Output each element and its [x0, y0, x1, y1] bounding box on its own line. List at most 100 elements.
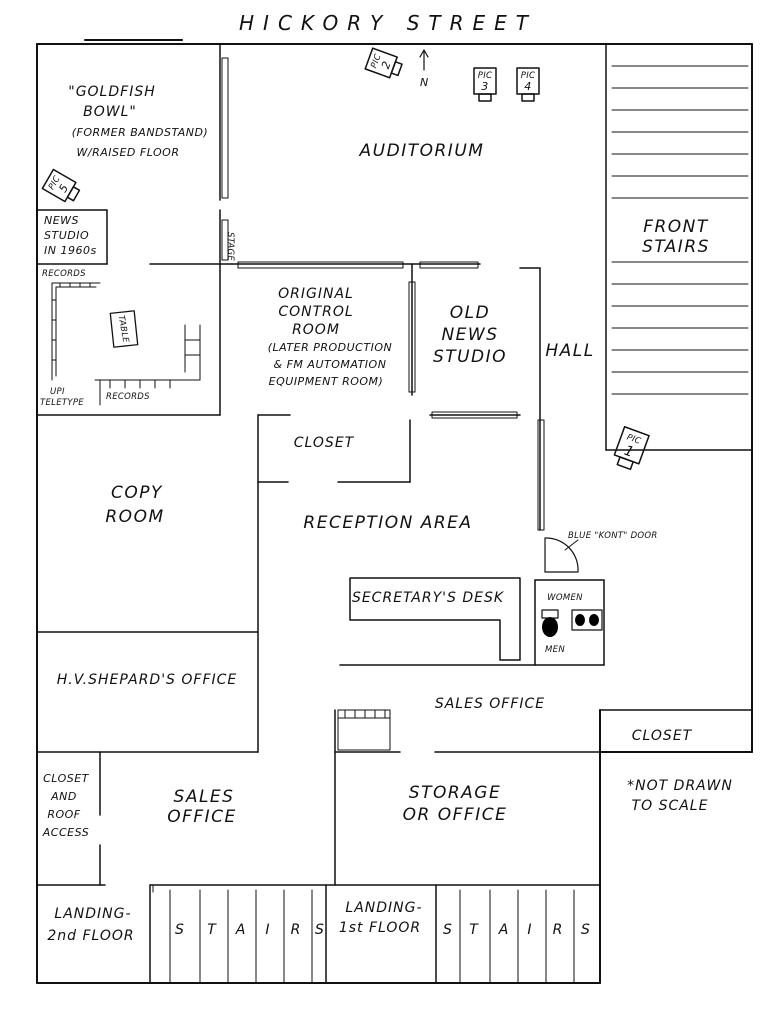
door-arrow: [564, 539, 579, 551]
svg-text:(LATER PRODUCTION: (LATER PRODUCTION: [268, 341, 392, 354]
svg-text:ROOF: ROOF: [47, 808, 80, 821]
copy-room-label: COPY ROOM: [105, 483, 164, 527]
front-stairs-treads: [611, 65, 749, 395]
svg-text:ROOM: ROOM: [105, 507, 164, 527]
svg-text:NEWS: NEWS: [441, 325, 498, 345]
old-news-studio-label: OLD NEWS STUDIO: [433, 303, 506, 367]
stairs-letters-1st: S T A I R S: [443, 922, 591, 938]
records-top-label: RECORDS: [42, 269, 86, 279]
svg-text:3: 3: [481, 80, 489, 93]
svg-text:R: R: [291, 922, 302, 938]
svg-text:1st FLOOR: 1st FLOOR: [339, 920, 421, 936]
landing-1st-floor-label: LANDING- 1st FLOOR: [339, 900, 422, 936]
svg-text:A: A: [235, 922, 247, 938]
svg-text:CONTROL: CONTROL: [278, 304, 353, 320]
svg-text:PIC: PIC: [478, 71, 492, 81]
svg-text:N: N: [420, 76, 429, 89]
svg-text:AND: AND: [50, 790, 77, 803]
svg-text:I: I: [265, 922, 270, 938]
original-control-room-label: ORIGINAL CONTROL ROOM (LATER PRODUCTION …: [268, 286, 392, 388]
front-stairs-label: FRONT STAIRS: [642, 217, 710, 257]
svg-text:(FORMER BANDSTAND): (FORMER BANDSTAND): [72, 126, 208, 139]
landing-2nd-floor-label: LANDING- 2nd FLOOR: [47, 906, 134, 944]
svg-text:T: T: [207, 922, 217, 938]
stage-label: STAGE: [225, 232, 235, 261]
svg-text:4: 4: [524, 80, 532, 93]
camera-pic-3: PIC 3: [473, 67, 497, 102]
svg-text:PIC: PIC: [521, 71, 535, 81]
svg-text:OLD: OLD: [450, 303, 490, 323]
svg-text:CLOSET: CLOSET: [43, 772, 90, 785]
records-shelves: [51, 282, 201, 406]
secretary-desk: [349, 577, 521, 661]
stairs-letters-2nd: S T A I R S: [175, 922, 325, 938]
svg-text:ACCESS: ACCESS: [42, 826, 89, 839]
svg-text:EQUIPMENT ROOM): EQUIPMENT ROOM): [269, 375, 384, 388]
svg-text:FRONT: FRONT: [643, 217, 709, 237]
goldfish-bowl-label: "GOLDFISH BOWL" (FORMER BANDSTAND) W/RAI…: [68, 84, 208, 159]
svg-text:STAIRS: STAIRS: [642, 237, 710, 257]
blue-door-label: BLUE "KONT" DOOR: [568, 531, 658, 541]
shepard-office-label: H.V.SHEPARD'S OFFICE: [57, 672, 238, 688]
svg-text:A: A: [498, 922, 510, 938]
sales-office-lower-label: SALES OFFICE: [167, 787, 237, 827]
svg-text:LANDING-: LANDING-: [345, 900, 422, 916]
camera-pic-2: PIC 2: [364, 47, 403, 79]
camera-pic-5: PIC 5: [41, 168, 81, 203]
street-name: HICKORY STREET: [239, 11, 537, 35]
svg-text:*NOT DRAWN: *NOT DRAWN: [627, 778, 733, 794]
svg-text:UPI: UPI: [50, 387, 65, 397]
svg-text:R: R: [553, 922, 564, 938]
svg-text:TO SCALE: TO SCALE: [632, 798, 709, 814]
svg-text:LANDING-: LANDING-: [54, 906, 131, 922]
auditorium-label: AUDITORIUM: [359, 141, 485, 161]
svg-text:OR OFFICE: OR OFFICE: [403, 805, 508, 825]
secretary-desk-label: SECRETARY'S DESK: [352, 590, 505, 606]
svg-text:2: 2: [379, 59, 394, 70]
svg-text:PIC: PIC: [625, 432, 642, 446]
svg-text:I: I: [527, 922, 532, 938]
svg-text:STUDIO: STUDIO: [44, 229, 89, 242]
svg-text:STORAGE: STORAGE: [409, 783, 501, 803]
svg-text:ORIGINAL: ORIGINAL: [278, 286, 354, 302]
sales-office-upper-label: SALES OFFICE: [435, 696, 545, 712]
svg-text:S: S: [443, 922, 453, 938]
svg-text:OFFICE: OFFICE: [167, 807, 237, 827]
storage-office-label: STORAGE OR OFFICE: [403, 783, 508, 825]
table: [109, 310, 139, 348]
not-to-scale-note: *NOT DRAWN TO SCALE: [627, 778, 733, 814]
news-studio-1960s-label: NEWS STUDIO IN 1960s: [44, 214, 96, 257]
svg-text:TELETYPE: TELETYPE: [40, 398, 84, 408]
outer-walls: [36, 39, 753, 984]
svg-text:"GOLDFISH: "GOLDFISH: [68, 84, 155, 100]
lower-stairs-treads: [152, 884, 575, 984]
svg-text:T: T: [469, 922, 479, 938]
records-bottom-label: RECORDS: [106, 392, 150, 402]
men-label: MEN: [545, 645, 565, 655]
svg-text:2nd FLOOR: 2nd FLOOR: [47, 928, 134, 944]
svg-text:S: S: [315, 922, 325, 938]
blue-door-swing: [544, 537, 579, 573]
closet-right-label: CLOSET: [632, 728, 693, 744]
closet-top-label: CLOSET: [294, 435, 355, 451]
svg-text:BOWL": BOWL": [83, 104, 137, 120]
restroom-fixtures: [541, 609, 603, 637]
hall-label: HALL: [545, 341, 594, 361]
women-label: WOMEN: [547, 593, 583, 603]
camera-pic-4: PIC 4: [516, 67, 540, 102]
svg-text:NEWS: NEWS: [44, 214, 79, 227]
svg-text:S: S: [581, 922, 591, 938]
svg-text:COPY: COPY: [111, 483, 163, 503]
svg-text:ROOM: ROOM: [292, 322, 340, 338]
svg-text:S: S: [175, 922, 185, 938]
svg-text:SALES: SALES: [174, 787, 235, 807]
table-label: TABLE: [116, 315, 131, 344]
north-arrow-icon: N: [419, 49, 429, 89]
upi-teletype-label: UPI TELETYPE: [40, 387, 84, 408]
svg-text:1: 1: [622, 443, 637, 461]
svg-text:& FM AUTOMATION: & FM AUTOMATION: [274, 358, 387, 371]
reception-area-label: RECEPTION AREA: [303, 513, 472, 533]
closet-roof-access-label: CLOSET AND ROOF ACCESS: [42, 772, 90, 839]
camera-pic-1: PIC 1: [613, 426, 650, 471]
